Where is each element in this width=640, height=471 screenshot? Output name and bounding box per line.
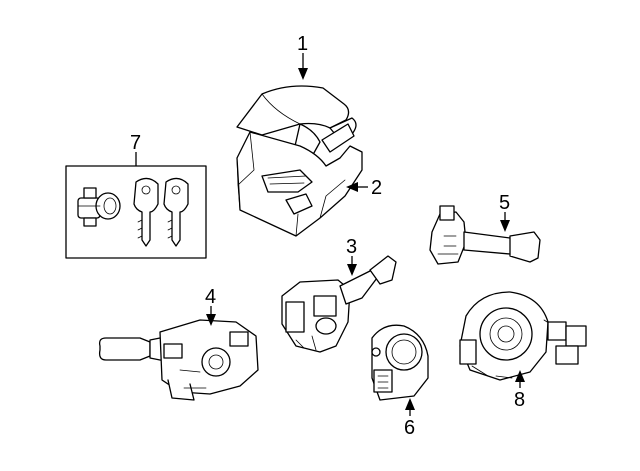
callout-2: 2 bbox=[371, 177, 382, 199]
callout-3-leader bbox=[347, 256, 357, 276]
callout-1: 1 bbox=[297, 33, 308, 55]
turn-signal-switch bbox=[98, 319, 259, 401]
callout-8-leader bbox=[515, 370, 525, 388]
callout-5: 5 bbox=[499, 192, 510, 214]
clock-spring bbox=[459, 291, 587, 381]
callout-2-leader bbox=[346, 182, 368, 192]
combination-switch-right bbox=[281, 255, 397, 353]
callout-4: 4 bbox=[205, 286, 216, 308]
callout-5-leader bbox=[500, 212, 510, 232]
callout-3: 3 bbox=[346, 236, 357, 258]
callout-8: 8 bbox=[514, 389, 525, 411]
callout-7: 7 bbox=[130, 132, 141, 154]
lock-cylinder bbox=[77, 187, 121, 227]
column-cover-assembly bbox=[236, 85, 363, 237]
callout-6: 6 bbox=[404, 417, 415, 439]
callout-4-leader bbox=[206, 306, 216, 326]
key-2 bbox=[163, 177, 189, 247]
key-1 bbox=[133, 177, 159, 247]
callout-1-leader bbox=[298, 53, 308, 80]
callout-6-leader bbox=[405, 398, 415, 416]
steering-angle-sensor bbox=[371, 324, 429, 401]
cruise-control-switch bbox=[429, 205, 541, 265]
